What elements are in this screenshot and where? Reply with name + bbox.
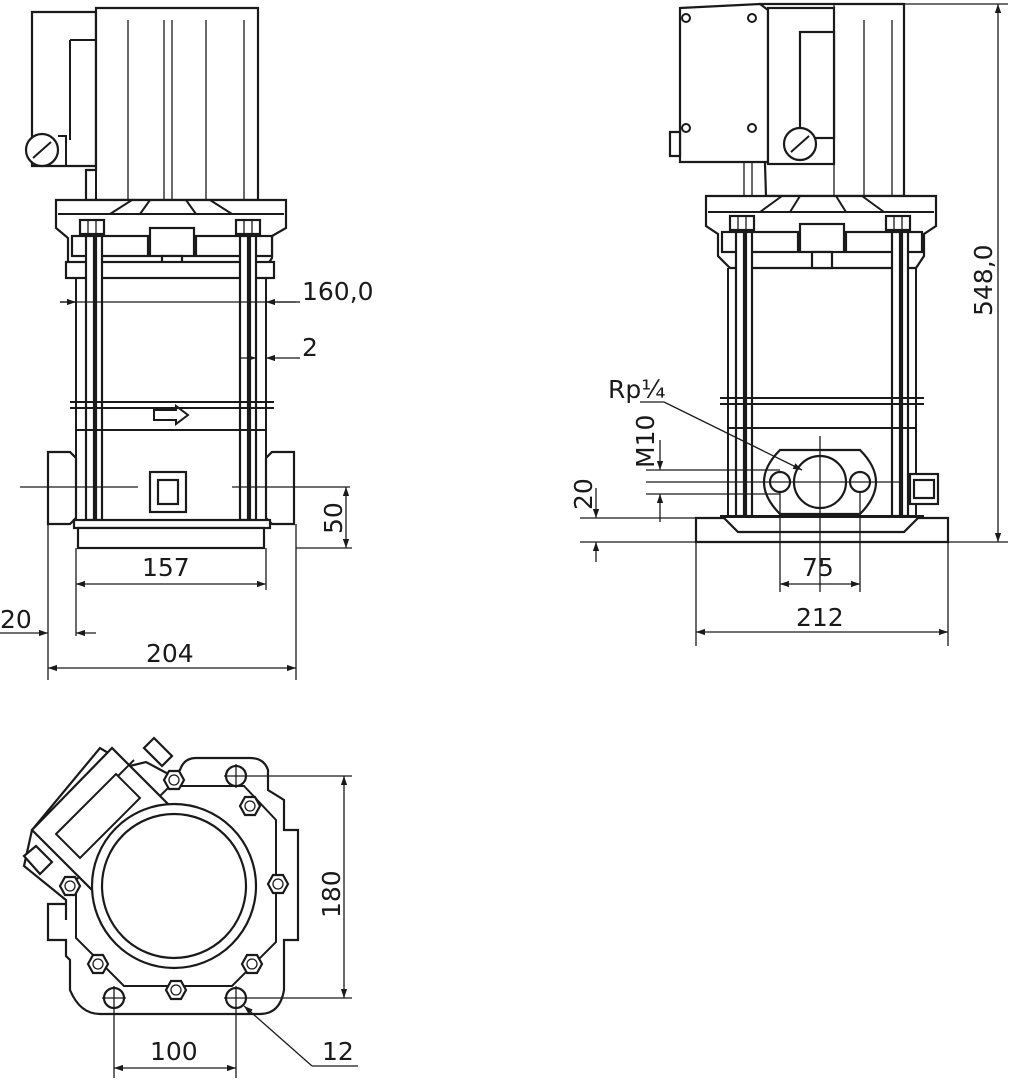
label-flange-spacing: 75 <box>802 553 834 582</box>
label-inlet-height: 50 <box>319 502 348 534</box>
label-gap: 2 <box>302 333 318 362</box>
label-offset: 20 <box>0 605 32 634</box>
dim-overall-width: 204 <box>48 524 297 680</box>
side-lantern <box>704 194 938 270</box>
dim-flange-width: 160,0 <box>60 277 374 306</box>
top-terminal-box <box>22 736 188 904</box>
front-motor <box>84 6 260 202</box>
front-view: 160,0 2 50 157 20 <box>0 6 374 680</box>
front-nut-right <box>234 218 262 236</box>
front-terminal-box <box>24 10 98 168</box>
front-drain-plug-icon <box>148 470 188 514</box>
top-view: 180 100 12 <box>22 736 358 1078</box>
top-nut-icons <box>58 769 290 1001</box>
label-bolt: M10 <box>631 415 660 468</box>
label-hole-spacing: 100 <box>150 1037 198 1066</box>
label-base-width: 212 <box>796 603 844 632</box>
side-pump-body <box>694 230 950 544</box>
callout-hole-diameter: 12 <box>243 1005 358 1067</box>
dim-inlet-height: 50 <box>296 487 352 549</box>
dim-base-width: 212 <box>695 542 949 646</box>
dim-total-height: 548,0 <box>904 3 1008 543</box>
label-total-height: 548,0 <box>969 244 998 316</box>
label-flange-width: 160,0 <box>302 277 374 306</box>
label-overall-width: 204 <box>146 639 194 668</box>
side-plug-icon <box>908 472 940 506</box>
callout-thread: Rp¼ <box>608 375 803 471</box>
label-depth: 180 <box>317 870 346 918</box>
label-base-inner: 157 <box>142 553 190 582</box>
front-lantern <box>54 198 288 280</box>
label-hole-diameter: 12 <box>322 1037 354 1066</box>
dim-base-height: 20 <box>569 478 696 562</box>
front-nut-left <box>78 218 106 236</box>
label-thread: Rp¼ <box>608 375 665 404</box>
dim-gap: 2 <box>240 330 318 380</box>
side-view: 548,0 Rp¼ M10 20 75 <box>569 2 1008 646</box>
top-mounting-holes <box>102 764 248 1010</box>
dim-offset: 20 <box>0 524 96 680</box>
dim-bolt: M10 <box>631 415 780 522</box>
front-pump-body <box>46 234 296 550</box>
dim-hole-spacing: 100 <box>113 1010 237 1078</box>
dim-flange-spacing: 75 <box>779 492 861 592</box>
label-base-height: 20 <box>569 478 598 510</box>
dim-depth: 180 <box>248 775 352 999</box>
dim-base-inner: 157 <box>75 548 267 636</box>
side-terminal-box <box>668 2 836 166</box>
